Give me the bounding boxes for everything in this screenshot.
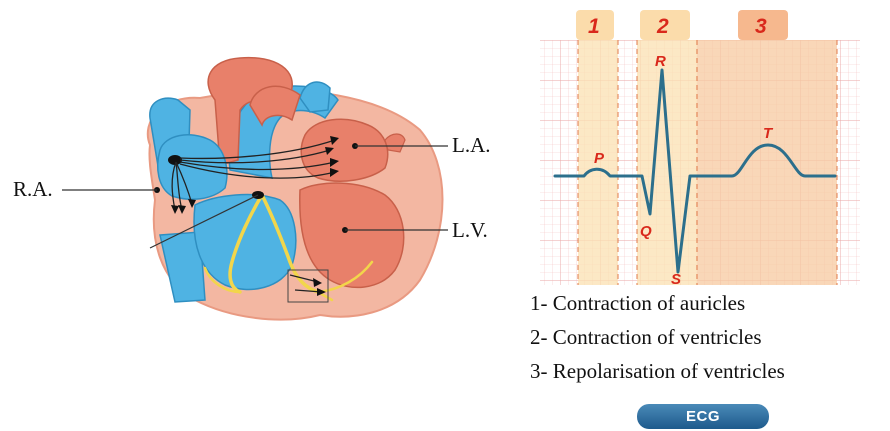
ecg-grid-background (540, 40, 860, 285)
ecg-legend: 1- Contraction of auricles 2- Contractio… (530, 286, 890, 388)
wave-p: P (594, 150, 605, 167)
label-lv: L.V. (452, 218, 488, 242)
left-atrium (301, 119, 387, 181)
wave-r: R (655, 53, 666, 70)
phase-tab-2 (640, 10, 690, 40)
label-la: L.A. (452, 133, 491, 157)
phase-number-3: 3 (755, 15, 767, 38)
legend-item-3: 3- Repolarisation of ventricles (530, 354, 890, 388)
label-ra: R.A. (13, 177, 53, 201)
phase-band-1 (578, 40, 618, 285)
phase-number-1: 1 (588, 15, 600, 38)
legend-item-1: 1- Contraction of auricles (530, 286, 890, 320)
ecg-badge: ECG (637, 404, 769, 429)
legend-item-2: 2- Contraction of ventricles (530, 320, 890, 354)
ecg-trace (555, 70, 835, 272)
phase-tab-1 (576, 10, 614, 40)
phase-band-3 (697, 40, 837, 285)
wave-t: T (763, 125, 774, 142)
wave-q: Q (640, 223, 652, 240)
heart-diagram: R.A. L.A. L.V. (0, 0, 520, 431)
phase-boundaries (578, 40, 837, 285)
phase-tab-3 (738, 10, 788, 40)
phase-number-2: 2 (656, 15, 669, 38)
phase-band-2 (637, 40, 697, 285)
